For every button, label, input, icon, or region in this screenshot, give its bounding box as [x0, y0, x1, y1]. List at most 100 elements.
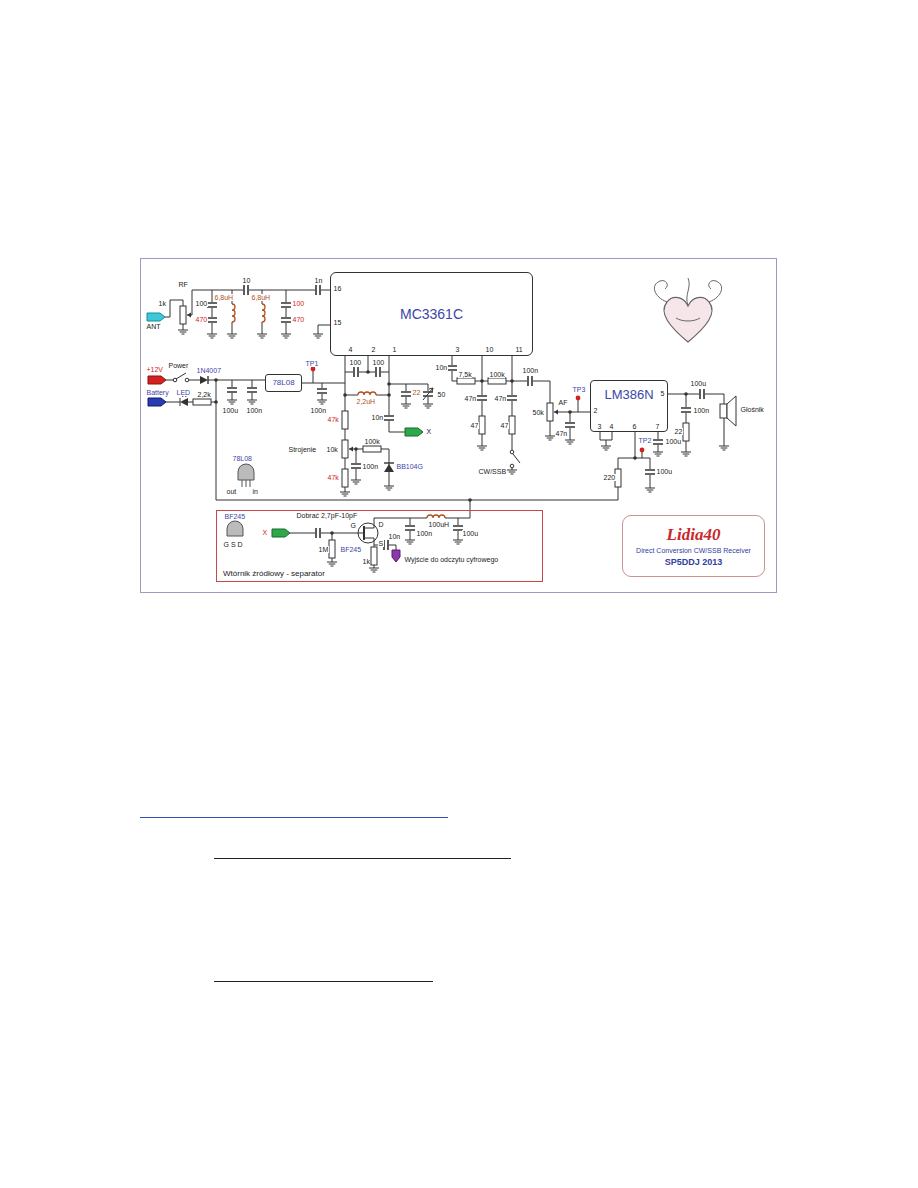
capacitor-symbol [243, 285, 249, 295]
trimmer-arrow [423, 388, 433, 400]
schematic-label: 100u [462, 530, 479, 537]
diode-bar [207, 376, 208, 384]
wiper-arrow [349, 447, 353, 452]
schematic-label: 100k [364, 438, 380, 445]
schematic-label: X [426, 428, 432, 435]
schematic-label: CW/SSB [478, 468, 507, 475]
regulator-box: 78L08 [265, 374, 302, 392]
schematic-label: 10n [435, 364, 448, 371]
capacitor-symbol [247, 387, 257, 393]
schematic-label: 47 [500, 422, 509, 429]
resistor-symbol [615, 469, 621, 487]
fet-channel [363, 526, 365, 540]
ground-symbol [317, 400, 327, 404]
potentiometer-symbol [342, 440, 348, 458]
schematic-label: 5 [660, 390, 665, 397]
resistor-symbol [457, 378, 475, 384]
schematic-label: 1N4007 [196, 367, 222, 374]
potentiometer-symbol [180, 306, 186, 324]
battery-connector [148, 398, 166, 406]
amplifier-wires [600, 394, 724, 500]
schematic-label: 100n [310, 407, 327, 414]
capacitor-symbol [315, 528, 321, 538]
schematic-label: BF245 [224, 513, 246, 520]
capacitor-symbol [207, 317, 217, 323]
schematic-label: 15 [333, 319, 342, 326]
ground-symbol [601, 446, 611, 450]
ground-symbol [313, 334, 323, 338]
schematic-label: 100uH [428, 521, 450, 528]
wire-connector [302, 356, 345, 383]
audio-wires [452, 356, 590, 450]
oscillator-wires [345, 356, 428, 492]
schematic-label: Strojenie [288, 446, 317, 453]
capacitor-symbol [315, 285, 321, 295]
schematic-label: 220 [603, 474, 616, 481]
schematic-label: X [262, 529, 268, 536]
schematic-label: 1n [314, 277, 323, 284]
schematic-label: 47n [464, 395, 477, 402]
link-underline [214, 981, 433, 982]
regulator-legs [242, 480, 250, 487]
ground-symbol [453, 540, 463, 544]
resistor-symbol [193, 399, 211, 405]
schematic-label: 47 [470, 422, 479, 429]
capacitor-symbol [207, 302, 217, 308]
project-subtitle: Direct Conversion CW/SSB Receiver [636, 547, 751, 555]
schematic-label: 100u [690, 380, 707, 387]
ground-symbol [351, 480, 361, 484]
schematic-label: BB104G [396, 463, 423, 470]
varicap-symbol [384, 464, 394, 472]
schematic-label: 78L08 [232, 455, 252, 462]
capacitor-symbol [281, 302, 291, 308]
schematic-label: 7 [655, 423, 660, 430]
inductor-symbol [229, 304, 237, 322]
ic-box: MC3361C [330, 272, 533, 356]
schematic-label: 47n [494, 395, 507, 402]
schematic-label: 10n [371, 414, 384, 421]
junction-dot [480, 379, 484, 383]
link-underline [214, 858, 511, 859]
schematic-label: 2,2k [197, 391, 211, 398]
capacitor-symbol [405, 525, 415, 531]
schematic-label: in [252, 488, 258, 495]
schematic-label: 2 [593, 407, 598, 414]
ground-symbol [653, 452, 663, 456]
junction-dot [510, 379, 514, 383]
module-caption: Wtórnik źródłowy - separator [223, 569, 325, 578]
led-symbol [180, 398, 188, 406]
schematic-label: Power [168, 362, 189, 369]
resistor-symbol [479, 416, 485, 434]
antenna-connector [147, 313, 165, 321]
schematic-label: Wyjście do odczytu cyfrowego [404, 556, 499, 563]
schematic-label: D [378, 521, 384, 528]
capacitor-symbol [645, 469, 655, 475]
ground-symbol [423, 404, 433, 408]
schematic-label: G S D [223, 541, 243, 548]
capacitor-symbol [351, 463, 361, 469]
capacitor-symbol [375, 367, 381, 377]
ground-symbol [247, 400, 257, 404]
schematic-label: 10 [242, 277, 251, 284]
ground-symbol [340, 492, 350, 496]
junction-dot [468, 498, 472, 502]
schematic-label: Dobrać 2,7pF-10pF [296, 512, 358, 519]
capacitor-symbol [527, 376, 533, 386]
schematic-label: 22 [674, 428, 683, 435]
schematic-label: G [350, 522, 356, 529]
schematic-label: S [378, 540, 384, 547]
junction-dot [343, 393, 347, 397]
schematic-label: 100 [372, 359, 385, 366]
ground-symbol [327, 562, 337, 566]
schematic-label: Battery [146, 389, 169, 396]
ground-symbol [545, 436, 555, 440]
resistor-symbol [683, 423, 689, 441]
junction-dot [684, 392, 688, 396]
schematic-label: TP1 [305, 360, 319, 367]
schematic-label: 47k [327, 474, 339, 481]
heart-logo [664, 297, 712, 342]
wiper-arrow [554, 410, 558, 415]
junction-dot [214, 378, 218, 382]
input-connector [272, 529, 290, 537]
